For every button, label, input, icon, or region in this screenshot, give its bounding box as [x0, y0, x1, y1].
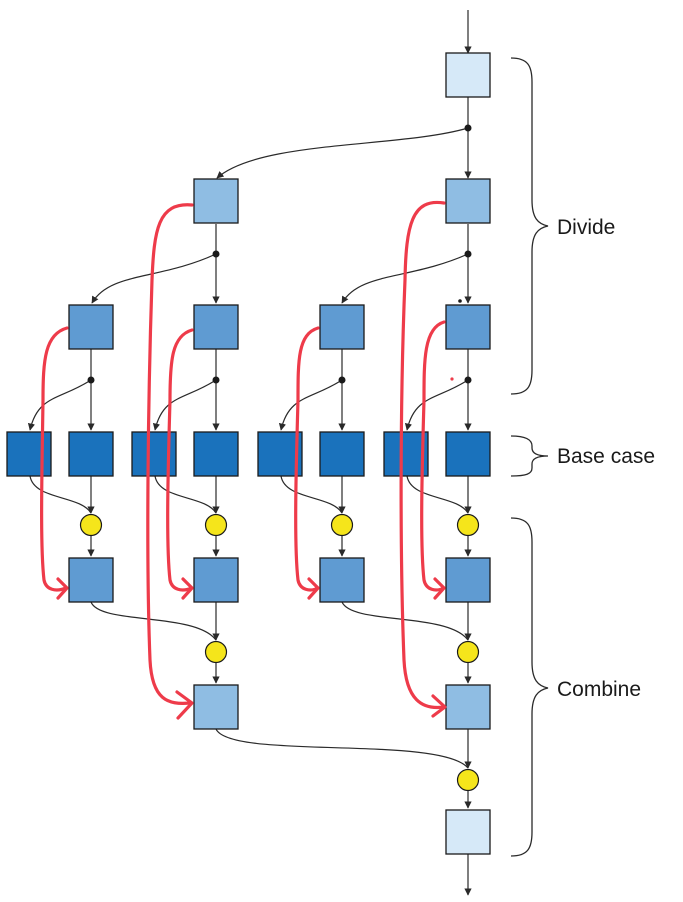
divide-node-l1-right	[445, 178, 491, 224]
base-node-7	[383, 431, 429, 477]
combine-circles	[79, 513, 480, 792]
divide-node-l1-left	[193, 178, 239, 224]
base-node-4	[193, 431, 239, 477]
base-node-8	[445, 431, 491, 477]
connector-wires	[27, 10, 472, 896]
divide-label: Divide	[557, 216, 615, 239]
task-boxes	[6, 52, 491, 855]
combine-node-l2-3	[319, 557, 365, 603]
phase-labels: Divide Base case Combine	[557, 216, 655, 701]
base-case-label: Base case	[557, 445, 655, 468]
red-handdrawn-arrows	[40, 200, 447, 720]
combine-label: Combine	[557, 678, 641, 701]
base-node-2	[68, 431, 114, 477]
divide-node-l2-4	[445, 304, 491, 350]
combine-node-l1-right	[445, 684, 491, 730]
combine-node-l2-2	[193, 557, 239, 603]
combine-node-l2-1	[68, 557, 114, 603]
divide-node-l2-1	[68, 304, 114, 350]
base-node-5	[257, 431, 303, 477]
divide-node-l2-2	[193, 304, 239, 350]
input-node	[445, 52, 491, 98]
base-node-6	[319, 431, 365, 477]
base-node-1	[6, 431, 52, 477]
combine-node-l1-left	[193, 684, 239, 730]
phase-braces	[510, 57, 549, 857]
split-junctions	[87, 124, 472, 384]
combine-node-l2-4	[445, 557, 491, 603]
divide-node-l2-3	[319, 304, 365, 350]
output-node	[445, 809, 491, 855]
